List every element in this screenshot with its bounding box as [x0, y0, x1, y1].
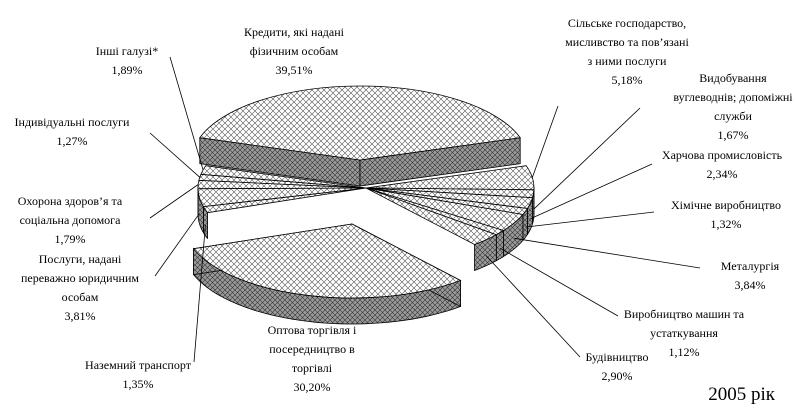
slice-percent: 3,81%: [65, 309, 96, 323]
slice-label: Будівництво 2,90%: [585, 350, 648, 383]
slice-label-line: з ними послуги: [588, 54, 668, 68]
slice-label: Кредити, які надані фізичним особам 39,51%: [244, 25, 345, 77]
slice-label-line: Кредити, які надані: [244, 25, 345, 39]
slice-label-line: Харчова промисловість: [662, 148, 783, 162]
slice-label: Виробництво машин та устаткування 1,12%: [624, 307, 745, 359]
slice-percent: 1,35%: [123, 377, 154, 391]
slice-percent: 1,67%: [718, 128, 749, 142]
slice-label-line: Наземний транспорт: [85, 358, 192, 372]
leader-line: [531, 105, 559, 178]
slice-labels: Кредити, які надані фізичним особам 39,51%…: [15, 16, 794, 394]
slice-label-line: Виробництво машин та: [624, 307, 745, 321]
slice-top: [192, 223, 462, 299]
leader-line: [533, 107, 641, 210]
slice-label-line: Хімічне виробництво: [671, 198, 781, 212]
slice-label-line: торгівлі: [292, 361, 333, 375]
slice-label-line: Видобування: [699, 71, 767, 85]
leader-line: [149, 184, 199, 219]
slice-percent: 1,89%: [112, 63, 143, 77]
slice-tops: [192, 85, 535, 299]
slice-label-line: Будівництво: [585, 350, 648, 364]
leader-line: [154, 213, 200, 277]
leader-lines: [149, 56, 701, 363]
slice-percent: 30,20%: [294, 380, 331, 394]
slice-label-line: Інші галузі*: [96, 44, 158, 58]
slice-label-line: переважно юридичним: [21, 271, 139, 285]
slice-percent: 2,90%: [602, 369, 633, 383]
slice-percent: 39,51%: [276, 63, 313, 77]
leader-line: [169, 56, 204, 171]
slice-top: [365, 187, 498, 245]
slice-label: Металургія 3,84%: [721, 259, 780, 292]
slice-label-line: Оптова торгівля і: [268, 323, 357, 337]
leader-line: [485, 255, 581, 358]
slice-percent: 1,32%: [711, 217, 742, 231]
slice-percent: 1,27%: [57, 134, 88, 148]
slice-percent: 1,12%: [669, 345, 700, 359]
slice-label-line: мисливство та пов’язані: [565, 35, 689, 49]
slice-top: [199, 85, 521, 161]
slice-label: Видобування вуглеводнів; допоміжні служби 1…: [673, 71, 793, 142]
slice-label: Оптова торгівля і посередництво в торгівлі…: [268, 323, 357, 394]
slice-label: Харчова промисловість 2,34%: [662, 148, 783, 181]
slice-label: Сільське господарство, мисливство та пов’…: [565, 16, 689, 87]
slice-label-line: фізичним особам: [250, 44, 339, 58]
slice-label: Індивідуальні послуги 1,27%: [15, 115, 130, 148]
slice-label-line: Сільське господарство,: [568, 16, 686, 30]
slice-label: Хімічне виробництво 1,32%: [671, 198, 781, 231]
slice-percent: 1,79%: [55, 232, 86, 246]
slice-label: Інші галузі* 1,89%: [96, 44, 158, 77]
slice-label: Охорона здоров’я та соціальна допомога 1,7…: [18, 194, 123, 246]
slice-label-line: посередництво в: [269, 342, 355, 356]
leader-line: [193, 225, 206, 363]
leader-line: [499, 247, 619, 317]
slice-side: [495, 229, 504, 262]
slice-label-line: служби: [714, 109, 752, 123]
leader-line: [514, 237, 701, 269]
chart-title: 2005 рік: [708, 384, 776, 405]
slice-percent: 2,34%: [707, 167, 738, 181]
slice-label-line: Індивідуальні послуги: [15, 115, 130, 129]
slice-label-line: устаткування: [650, 326, 718, 340]
slice-percent: 3,84%: [735, 278, 766, 292]
slice-label: Наземний транспорт 1,35%: [85, 358, 192, 391]
slice-label-line: соціальна допомога: [20, 213, 122, 227]
leader-line: [530, 163, 653, 220]
slice-label-line: особам: [62, 290, 99, 304]
leader-line: [149, 132, 201, 178]
slice-label: Послуги, надані переважно юридичним особам…: [21, 252, 139, 323]
slice-label-line: Металургія: [721, 259, 780, 273]
slice-percent: 5,18%: [612, 73, 643, 87]
slice-label-line: Послуги, надані: [39, 252, 122, 266]
slice-label-line: Охорона здоров’я та: [18, 194, 123, 208]
slice-label-line: вуглеводнів; допоміжні: [673, 90, 793, 104]
leader-line: [525, 211, 655, 228]
slice-top: [197, 187, 367, 208]
